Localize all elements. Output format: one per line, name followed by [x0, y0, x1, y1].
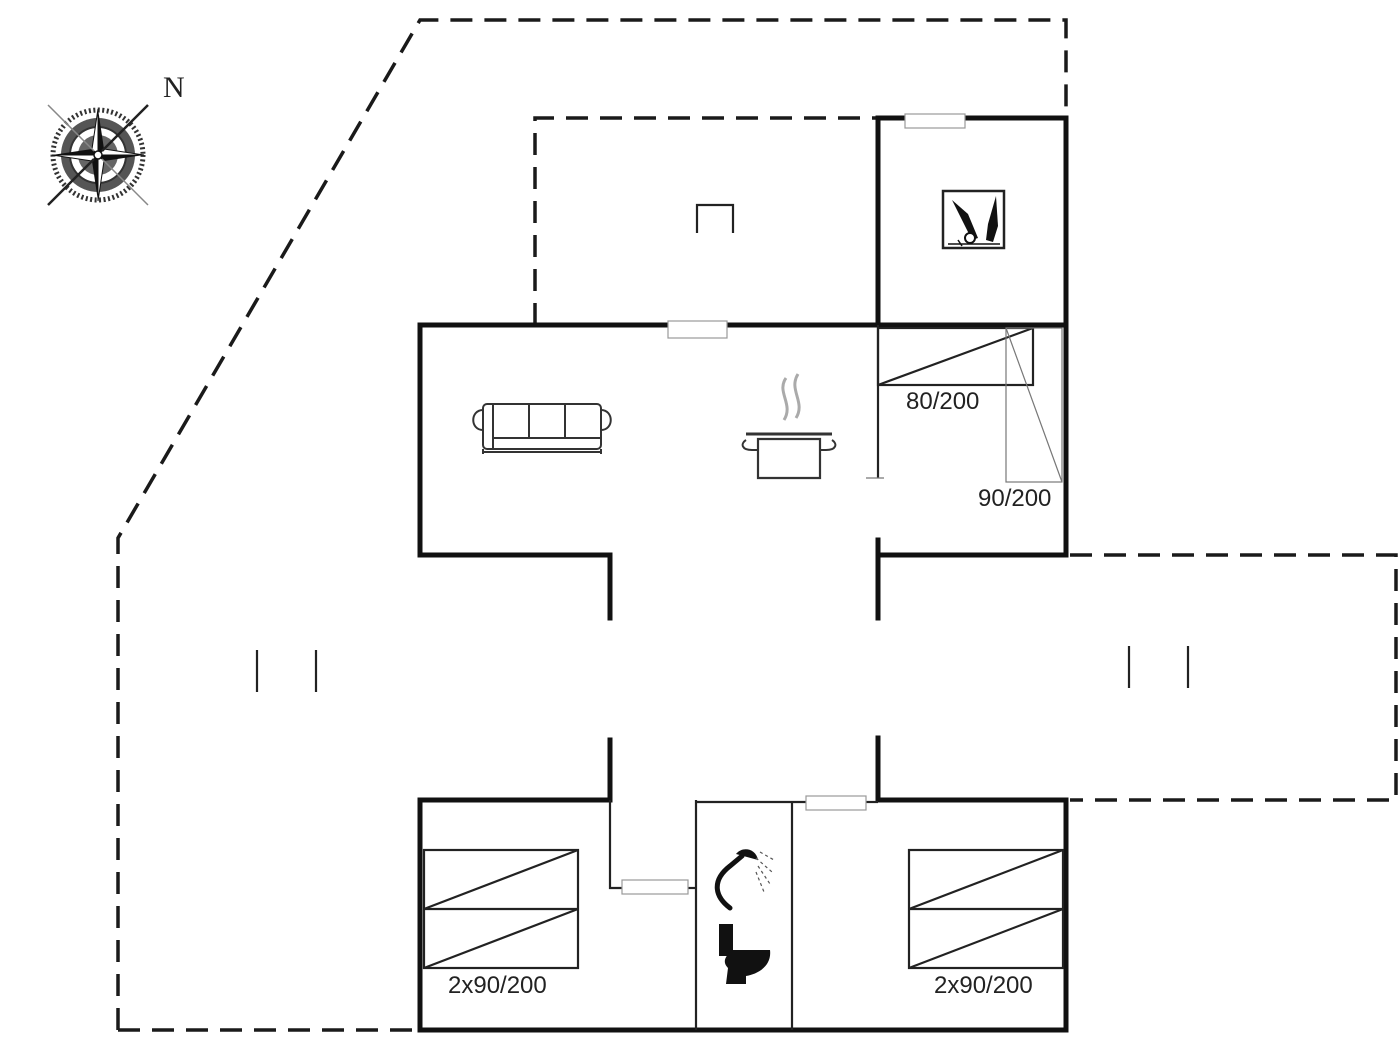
compass-icon	[47, 104, 149, 206]
bed-label-left: 2x90/200	[448, 972, 547, 999]
bed-label-80: 80/200	[906, 388, 979, 415]
door-left-bedroom	[621, 879, 689, 895]
north-label: N	[163, 71, 185, 104]
fireplace-marker	[695, 203, 735, 233]
sofa-icon	[472, 403, 612, 454]
cooking-pot-icon	[741, 373, 837, 480]
bed-90-200	[1005, 327, 1063, 483]
toilet-icon	[719, 924, 771, 984]
doors	[621, 113, 966, 895]
door-terrace-north	[667, 320, 728, 339]
bed-left-double	[422, 848, 580, 970]
terrace-outline	[116, 18, 1398, 1032]
bed-label-right: 2x90/200	[934, 972, 1033, 999]
door-bathroom	[805, 795, 867, 811]
bed-right-double	[907, 848, 1065, 970]
bed-label-90: 90/200	[978, 485, 1051, 512]
window-marks	[255, 646, 1190, 692]
shower-icon	[714, 849, 775, 911]
laundry-icon	[941, 189, 1006, 250]
walls	[417, 115, 1069, 1033]
bed-80-200	[876, 326, 1035, 387]
door-utility	[904, 113, 966, 129]
